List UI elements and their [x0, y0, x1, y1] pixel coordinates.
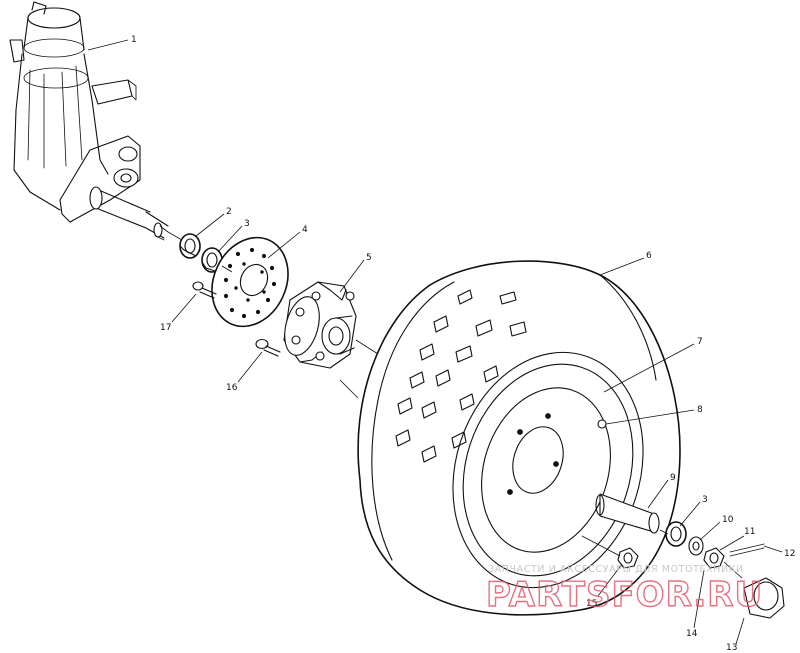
- callout-label: 7: [697, 337, 703, 347]
- callout-labels: 1 2 3 4 5 6 7 8 9 3 10 11 12 13 14 15 16…: [131, 35, 795, 653]
- callout-label: 9: [670, 473, 676, 483]
- strut-housing-part: [9, 1, 169, 241]
- watermark-subtitle: ЗАПЧАСТИ И АКСЕССУАРЫ ДЛЯ МОТОТЕХНИКИ: [488, 564, 744, 575]
- washer-part: [688, 536, 704, 556]
- callout-label: 3: [244, 219, 250, 229]
- castle-nut-part: [703, 547, 725, 569]
- cotter-pin-part: [729, 543, 765, 557]
- bolt-part-16: [255, 338, 281, 357]
- callout-label: 16: [226, 383, 238, 393]
- callout-label: 11: [744, 527, 755, 537]
- bearing-part-right: [665, 521, 687, 547]
- lug-nut-part: [617, 547, 639, 569]
- watermark: ЗАПЧАСТИ И АКСЕССУАРЫ ДЛЯ МОТОТЕХНИКИ PA…: [485, 564, 763, 616]
- assembly-centre-lines: [167, 231, 743, 579]
- callout-label: 3: [702, 495, 708, 505]
- brake-disc-part: [211, 236, 289, 328]
- callout-label: 4: [302, 225, 308, 235]
- hub-cap-part: [743, 577, 785, 619]
- tire-part: [357, 260, 681, 616]
- spacer-part: [595, 493, 660, 534]
- callout-label: 1: [131, 35, 137, 45]
- callout-label: 17: [160, 323, 171, 333]
- callout-label: 2: [226, 207, 232, 217]
- callout-leaders: [87, 39, 783, 645]
- callout-label: 10: [722, 515, 734, 525]
- callout-label: 8: [697, 405, 703, 415]
- callout-label: 15: [586, 599, 597, 609]
- watermark-logo: PARTSFOR.RU: [486, 575, 763, 615]
- callout-label: 5: [366, 253, 372, 263]
- callout-label: 14: [686, 629, 698, 639]
- callout-label: 6: [646, 251, 652, 261]
- callout-label: 12: [784, 549, 795, 559]
- seal-part: [179, 233, 201, 259]
- bolt-part-17: [192, 281, 217, 299]
- wheel-hub-part: [283, 281, 357, 369]
- callout-label: 13: [726, 643, 737, 653]
